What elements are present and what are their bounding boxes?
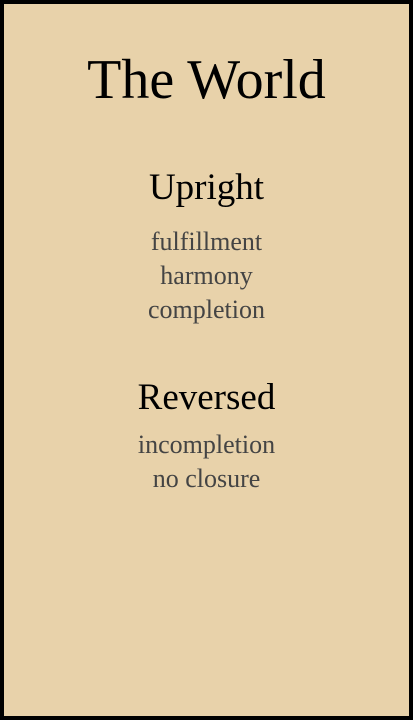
reversed-heading: Reversed (137, 377, 276, 418)
reversed-keyword: no closure (152, 464, 261, 493)
upright-keyword-list: fulfillment harmony completion (4, 225, 409, 327)
upright-heading: Upright (148, 167, 265, 208)
upright-keyword: completion (148, 295, 265, 324)
upright-keyword: fulfillment (150, 227, 263, 256)
reversed-keyword-list: incompletion no closure (4, 428, 409, 496)
card-title: The World (87, 49, 326, 111)
upright-keyword: harmony (160, 261, 253, 290)
reversed-keyword: incompletion (137, 430, 276, 459)
